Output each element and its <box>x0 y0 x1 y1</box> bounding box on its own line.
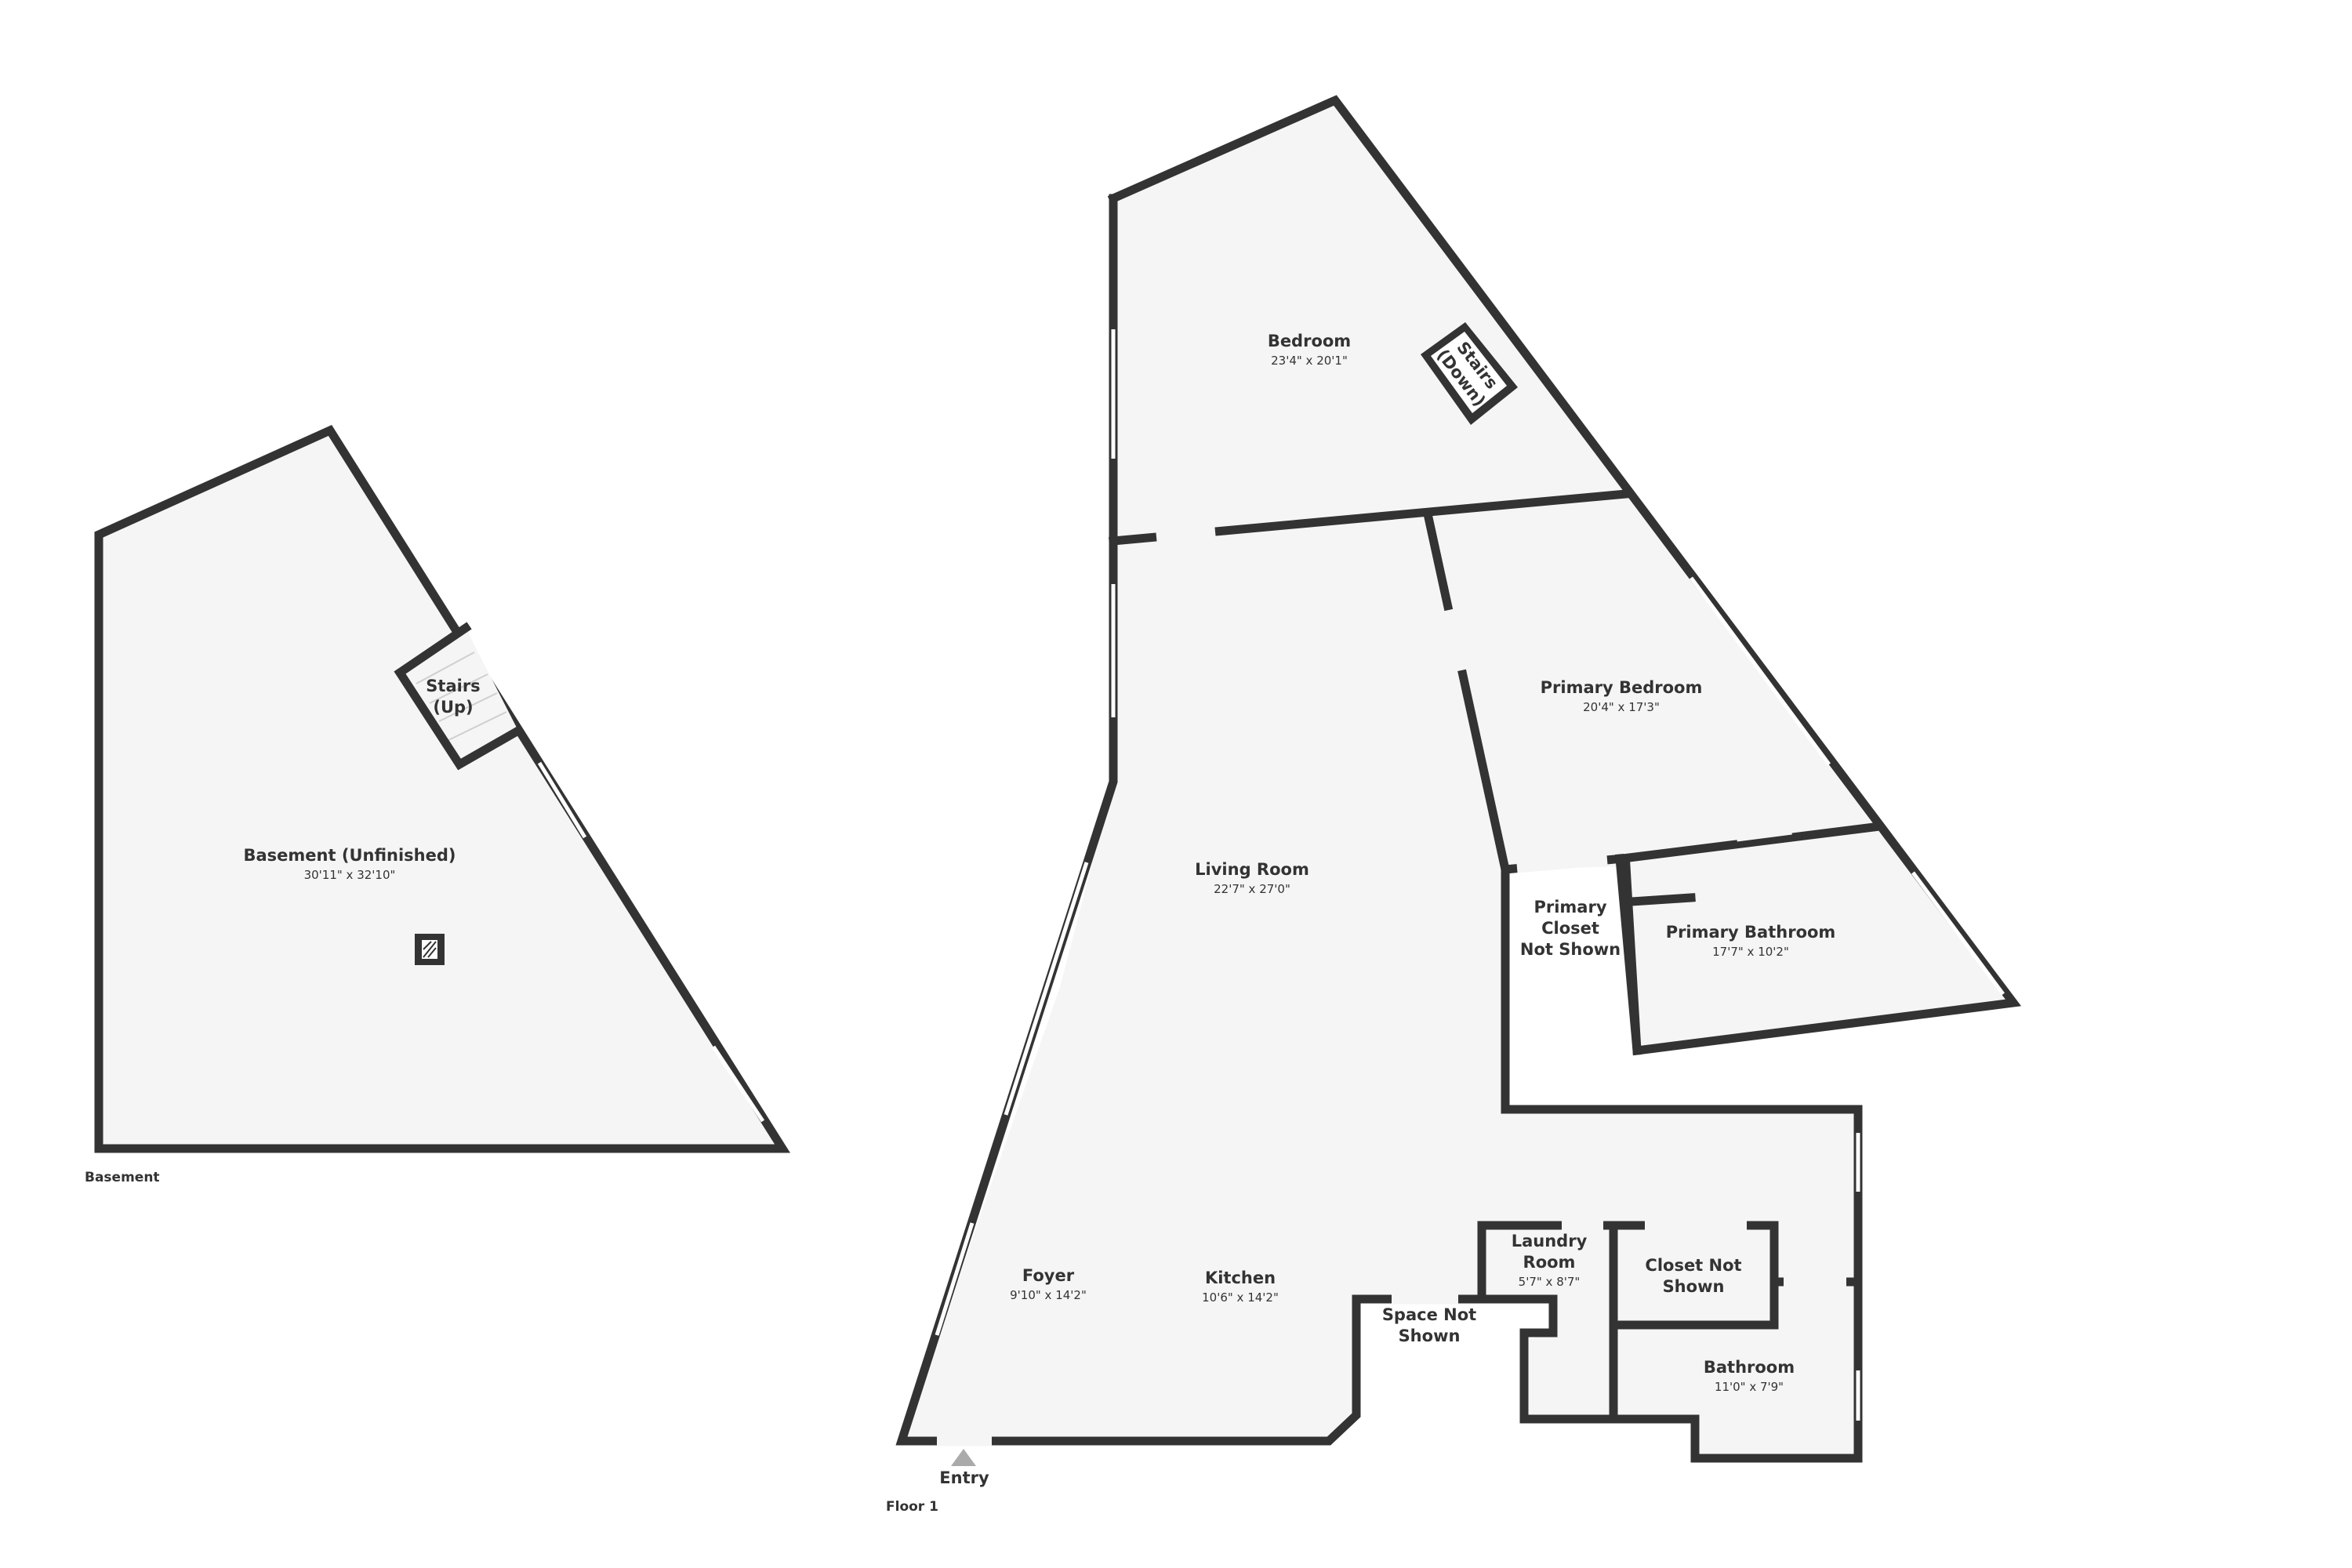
primary-closet-label: Closet <box>1541 919 1599 938</box>
window <box>1689 576 1831 766</box>
basement-window <box>711 1045 765 1123</box>
door <box>1516 855 1608 873</box>
living-room-dims: 22'7" x 27'0" <box>1214 882 1290 896</box>
bedroom-stairs <box>1421 322 1518 425</box>
interior-wall <box>1423 512 1511 875</box>
basement-room-dims: 30'11" x 32'10" <box>304 868 396 882</box>
basement-stairs <box>394 622 524 771</box>
kitchen-dims: 10'6" x 14'2" <box>1202 1290 1279 1305</box>
floor-1-label: Floor 1 <box>886 1499 938 1515</box>
basement-floor <box>99 430 782 1149</box>
primary-bedroom-name: Primary Bedroom <box>1541 678 1703 697</box>
space-not-shown-label: Shown <box>1399 1327 1461 1345</box>
closet-not-shown-label: Shown <box>1663 1277 1725 1296</box>
basement-window <box>537 761 587 839</box>
window <box>935 1222 975 1336</box>
foyer-name: Foyer <box>1022 1266 1075 1285</box>
basement-outline <box>94 425 790 1153</box>
basement-stairs-label: (Up) <box>433 698 473 717</box>
primary-bedroom-dims: 20'4" x 17'3" <box>1583 700 1660 714</box>
bathroom-dims: 11'0" x 7'9" <box>1715 1380 1784 1394</box>
bedroom-name: Bedroom <box>1268 332 1351 350</box>
basement-room-name: Basement (Unfinished) <box>244 846 456 865</box>
basement-floor-plan: Stairs (Up) Basement (Unfinished) 30'11"… <box>85 425 790 1185</box>
laundry-room-dims: 5'7" x 8'7" <box>1519 1275 1581 1289</box>
window <box>1004 862 1089 1116</box>
floor-1-plan: Stairs (Down) Entry Bedroom 23'4" x 20'1… <box>886 95 2022 1515</box>
basement-stairs-label: Stairs <box>426 677 480 695</box>
floor-1-floor <box>902 100 2013 1458</box>
laundry-room-label: Room <box>1523 1253 1576 1272</box>
primary-bathroom-dims: 17'7" x 10'2" <box>1712 945 1789 959</box>
interior-wall <box>1615 854 1642 1055</box>
living-room-name: Living Room <box>1195 860 1309 879</box>
door <box>1156 526 1216 543</box>
entry-marker <box>951 1449 976 1466</box>
closet-not-shown-label: Closet Not <box>1645 1256 1741 1275</box>
door <box>1443 608 1467 672</box>
floor-1-outer-wall <box>895 194 1700 1446</box>
laundry-room-label: Laundry <box>1512 1232 1588 1250</box>
bathroom-name: Bathroom <box>1704 1358 1795 1377</box>
primary-closet-label: Not Shown <box>1520 940 1621 959</box>
basement-floor-label: Basement <box>85 1170 160 1185</box>
window <box>1911 871 2005 996</box>
door <box>1736 824 1792 842</box>
basement-column <box>415 934 445 965</box>
interior-wall <box>1477 1221 1779 1424</box>
bedroom-dims: 23'4" x 20'1" <box>1271 354 1348 368</box>
space-not-shown-label: Space Not <box>1382 1305 1476 1324</box>
primary-closet-label: Primary <box>1534 898 1606 916</box>
entry-label: Entry <box>939 1468 989 1487</box>
interior-wall <box>1627 893 1696 906</box>
kitchen-name: Kitchen <box>1205 1269 1276 1287</box>
primary-bathroom-name: Primary Bathroom <box>1666 923 1836 942</box>
foyer-dims: 9'10" x 14'2" <box>1010 1288 1087 1302</box>
